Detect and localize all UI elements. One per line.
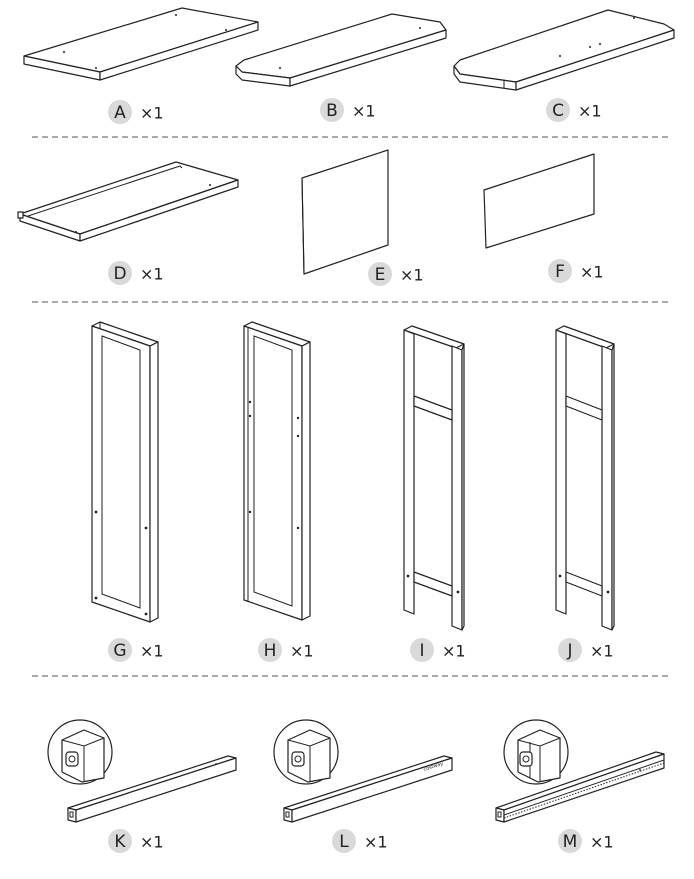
part-k-drawing — [47, 719, 237, 823]
part-c-quantity: ×1 — [578, 102, 602, 121]
part-c-label: C ×1 — [546, 98, 602, 122]
part-c-badge — [546, 98, 570, 122]
part-l-badge — [332, 829, 356, 853]
part-c-drawing — [453, 9, 675, 91]
part-f-quantity: ×1 — [580, 263, 604, 282]
part-m-badge — [558, 829, 582, 853]
part-g-drawing — [91, 321, 159, 623]
part-b-quantity: ×1 — [352, 102, 376, 121]
part-j-drawing — [555, 325, 615, 631]
part-l-letter: L — [339, 832, 349, 852]
part-k-quantity: ×1 — [140, 833, 164, 852]
part-h-badge — [258, 638, 282, 662]
part-h-label: H ×1 — [258, 638, 314, 662]
part-g-quantity: ×1 — [140, 642, 164, 661]
part-e-badge — [368, 262, 392, 286]
part-l-quantity: ×1 — [364, 833, 388, 852]
part-h-drawing — [243, 321, 311, 621]
part-k-badge — [108, 829, 132, 853]
part-m-quantity: ×1 — [590, 833, 614, 852]
part-i-quantity: ×1 — [442, 642, 466, 661]
part-d-letter: D — [113, 264, 126, 284]
part-f-letter: F — [555, 262, 565, 282]
part-e-label: E ×1 — [368, 262, 424, 286]
part-g-letter: G — [113, 641, 126, 661]
part-i-label: I ×1 — [410, 638, 466, 662]
part-e-letter: E — [375, 265, 386, 285]
part-m-label: M ×1 — [558, 829, 614, 853]
part-a-quantity: ×1 — [140, 104, 164, 123]
part-m-drawing — [495, 719, 665, 823]
part-m-letter: M — [563, 832, 578, 852]
part-a-label: A ×1 — [108, 100, 164, 124]
part-k-letter: K — [114, 832, 126, 852]
part-l-label: L ×1 — [332, 829, 388, 853]
part-e-quantity: ×1 — [400, 266, 424, 285]
part-d-badge — [108, 261, 132, 285]
part-i-badge — [410, 638, 434, 662]
part-f-drawing — [483, 153, 595, 249]
part-b-badge — [320, 98, 344, 122]
part-j-letter: J — [566, 641, 572, 661]
part-h-letter: H — [264, 641, 277, 661]
part-g-badge — [108, 638, 132, 662]
part-b-letter: B — [326, 101, 338, 121]
part-h-quantity: ×1 — [290, 642, 314, 661]
part-d-label: D ×1 — [108, 261, 164, 285]
part-d-drawing — [17, 161, 239, 242]
part-b-label: B ×1 — [320, 98, 376, 122]
part-i-letter: I — [419, 641, 424, 661]
part-k-label: K ×1 — [108, 829, 164, 853]
part-a-letter: A — [114, 103, 126, 123]
part-e-drawing — [301, 149, 389, 275]
part-j-quantity: ×1 — [590, 642, 614, 661]
part-a-badge — [108, 100, 132, 124]
part-f-label: F ×1 — [548, 259, 604, 283]
part-c-letter: C — [552, 101, 564, 121]
part-f-badge — [548, 259, 572, 283]
part-j-badge — [558, 638, 582, 662]
part-b-drawing — [235, 13, 447, 87]
part-a-drawing — [23, 7, 259, 81]
part-l-drawing: costway — [273, 719, 453, 823]
part-g-label: G ×1 — [108, 638, 164, 662]
part-i-drawing — [403, 325, 465, 631]
part-d-quantity: ×1 — [140, 265, 164, 284]
part-j-label: J ×1 — [558, 638, 614, 662]
